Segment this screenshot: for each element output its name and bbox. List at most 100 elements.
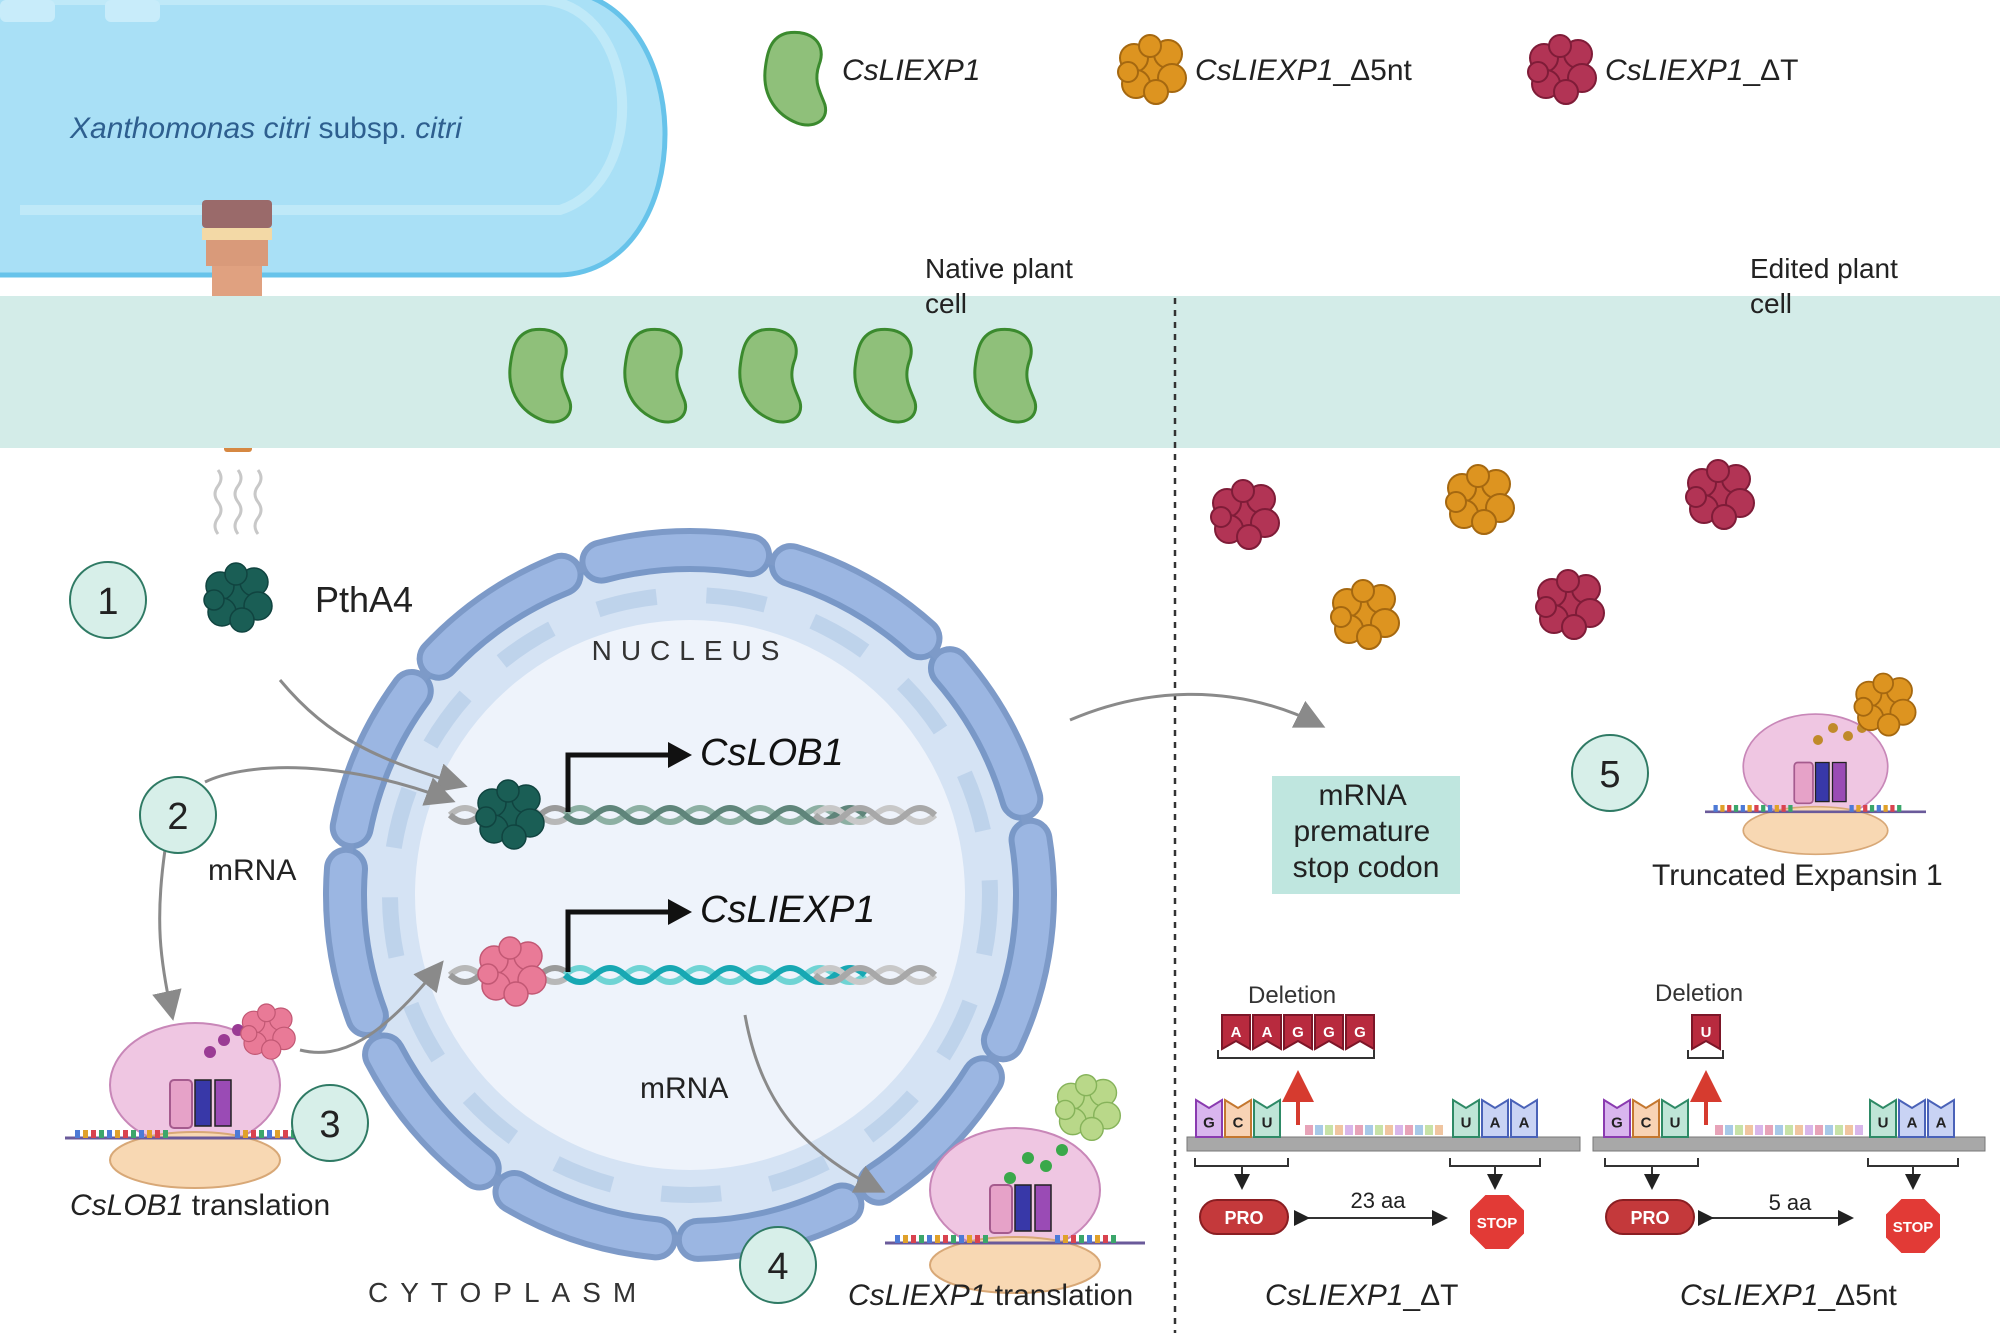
mrna-bead bbox=[1345, 1125, 1353, 1135]
translation-csliexp1-label: CsLIEXP1 translation bbox=[848, 1279, 1133, 1312]
nucleotide-tile: U bbox=[1691, 1014, 1721, 1051]
truncated-label: Truncated Expansin 1 bbox=[1652, 859, 1943, 892]
arrow-2-to-ribosome bbox=[152, 849, 182, 1021]
nucleotide-tile: C bbox=[1632, 1098, 1660, 1138]
edited-proteins bbox=[1210, 459, 1755, 650]
lob1-protein-icon bbox=[240, 1003, 296, 1060]
translation-cslob1-label: CsLOB1 translation bbox=[70, 1189, 330, 1222]
mrna-bead bbox=[1795, 1125, 1803, 1135]
pthA4-protein-icon bbox=[203, 562, 273, 633]
mrna-bead bbox=[1335, 1125, 1343, 1135]
svg-text:G: G bbox=[1611, 1115, 1623, 1132]
deletion-label-d5: Deletion bbox=[1655, 980, 1743, 1007]
nucleotide-tile: U bbox=[1661, 1098, 1689, 1138]
mrna-bead bbox=[1395, 1125, 1403, 1135]
mrna-bead bbox=[1305, 1125, 1313, 1135]
mrna-bead bbox=[1775, 1125, 1783, 1135]
mrna-bead bbox=[1325, 1125, 1333, 1135]
premature-stop-box: mRNA premature stop codon bbox=[1272, 776, 1460, 894]
aa-length-dT: 23 aa bbox=[1350, 1188, 1406, 1213]
svg-text:U: U bbox=[1670, 1115, 1681, 1132]
svg-text:G: G bbox=[1323, 1024, 1335, 1041]
svg-text:A: A bbox=[1936, 1115, 1947, 1132]
svg-text:G: G bbox=[1292, 1024, 1304, 1041]
svg-text:A: A bbox=[1907, 1115, 1918, 1132]
mrna-label-nucleus: mRNA bbox=[640, 1072, 728, 1105]
nucleotide-tile: U bbox=[1869, 1098, 1897, 1138]
arrow-mrna-to-ribosome2 bbox=[743, 1014, 886, 1193]
step-badge-1: 1 bbox=[69, 561, 147, 639]
nucleotide-tile: U bbox=[1253, 1098, 1281, 1138]
mrna-bead bbox=[1835, 1125, 1843, 1135]
mrna-bead bbox=[1855, 1125, 1863, 1135]
step-badge-4: 4 bbox=[739, 1226, 817, 1304]
svg-text:1: 1 bbox=[97, 581, 118, 623]
arrow-to-edited bbox=[1069, 692, 1326, 728]
svg-text:U: U bbox=[1262, 1115, 1273, 1132]
mrna-bead bbox=[1805, 1125, 1813, 1135]
nucleotide-tile: G bbox=[1195, 1098, 1223, 1138]
mrna-bead bbox=[1745, 1125, 1753, 1135]
nucleotide-tile: A bbox=[1481, 1098, 1509, 1138]
svg-text:G: G bbox=[1354, 1024, 1366, 1041]
svg-text:3: 3 bbox=[319, 1104, 340, 1146]
mrna-bead bbox=[1385, 1125, 1393, 1135]
cytoplasm-label: CYTOPLASM bbox=[368, 1277, 648, 1308]
mrna-bead bbox=[1845, 1125, 1853, 1135]
nucleus bbox=[323, 528, 1057, 1262]
mrna-bead bbox=[1355, 1125, 1363, 1135]
nucleotide-tile: G bbox=[1603, 1098, 1631, 1138]
dT-protein-icon bbox=[1527, 34, 1597, 105]
d5-protein-icon bbox=[1117, 34, 1187, 105]
svg-text:A: A bbox=[1519, 1115, 1530, 1132]
mrna-bead bbox=[1815, 1125, 1823, 1135]
mrna-bead bbox=[1755, 1125, 1763, 1135]
legend-d5: CsLIEXP1_Δ5nt bbox=[1195, 54, 1412, 87]
wt-protein-icon bbox=[763, 30, 828, 127]
nucleotide-tile: G bbox=[1345, 1014, 1375, 1051]
nucleotide-tile: A bbox=[1252, 1014, 1282, 1051]
svg-text:U: U bbox=[1701, 1024, 1712, 1041]
mrna-label-left: mRNA bbox=[208, 854, 296, 887]
svg-text:mRNA premature sto: mRNA premature stop codon bbox=[1293, 779, 1440, 884]
expansin-protein-icon bbox=[1054, 1074, 1122, 1142]
pro-label-d5: PRO bbox=[1605, 1199, 1695, 1235]
pthA4-label: PthA4 bbox=[315, 579, 413, 620]
svg-text:C: C bbox=[1233, 1115, 1244, 1132]
svg-text:G: G bbox=[1203, 1115, 1215, 1132]
mrna-bead bbox=[1825, 1125, 1833, 1135]
nascent-peptide-5 bbox=[1813, 723, 1867, 745]
svg-text:C: C bbox=[1641, 1115, 1652, 1132]
svg-text:STOP: STOP bbox=[1893, 1219, 1934, 1236]
svg-text:PRO: PRO bbox=[1630, 1208, 1669, 1228]
svg-text:A: A bbox=[1262, 1024, 1273, 1041]
step-badge-2: 2 bbox=[139, 776, 217, 854]
nascent-peptide-2 bbox=[1004, 1144, 1068, 1184]
nucleotide-tile: C bbox=[1224, 1098, 1252, 1138]
nucleotide-tile: A bbox=[1510, 1098, 1538, 1138]
mrna-bead bbox=[1375, 1125, 1383, 1135]
nucleotide-tile: G bbox=[1314, 1014, 1344, 1051]
svg-text:STOP: STOP bbox=[1477, 1215, 1518, 1232]
mrna-bead bbox=[1765, 1125, 1773, 1135]
dna-csliexp1 bbox=[447, 965, 938, 985]
nucleotide-tile: A bbox=[1221, 1014, 1251, 1051]
mrna-bead bbox=[1315, 1125, 1323, 1135]
mrna-bead bbox=[1725, 1125, 1733, 1135]
promoter-arrow-2 bbox=[565, 909, 672, 972]
bacterium: Xanthomonas citri subsp. citri bbox=[0, 0, 668, 278]
stop-sign-d5: STOP bbox=[1884, 1197, 1942, 1255]
truncated-expansin-icon bbox=[1853, 672, 1917, 737]
svg-text:5: 5 bbox=[1599, 754, 1620, 796]
svg-text:U: U bbox=[1878, 1115, 1889, 1132]
bacterium-name: Xanthomonas citri subsp. citri bbox=[69, 112, 463, 145]
mrna-bead bbox=[1405, 1125, 1413, 1135]
mrna-bead bbox=[1715, 1125, 1723, 1135]
gene-csliexp1: CsLIEXP1 bbox=[700, 889, 875, 931]
arrow-pthA4-to-dna bbox=[278, 679, 468, 793]
nucleus-label: NUCLEUS bbox=[592, 635, 789, 666]
legend-wt: CsLIEXP1 bbox=[842, 54, 980, 87]
native-cell-label: Native plant cell bbox=[925, 253, 1081, 319]
